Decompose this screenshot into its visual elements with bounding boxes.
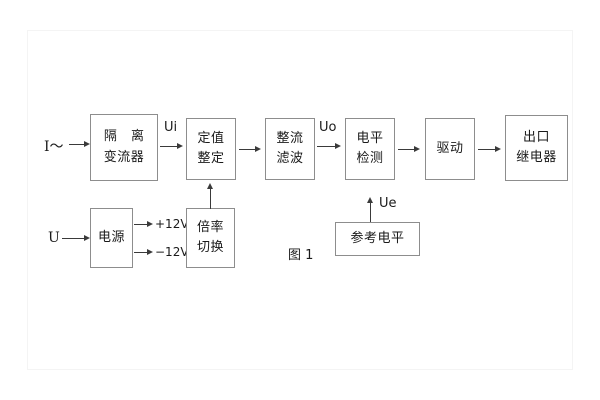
arrowhead-voltage-to-power (84, 234, 90, 241)
block-reference-level: 参考电平 (335, 222, 420, 256)
block-power-supply-line1: 电源 (97, 229, 125, 245)
block-drive-line1: 驱动 (436, 140, 464, 156)
block-output-relay-line2: 继电器 (516, 150, 557, 165)
arrowhead-reference-to-level (366, 197, 373, 203)
label-uo: Uo (319, 120, 337, 135)
connector-multiplier-to-setting (210, 189, 211, 209)
block-reference-level-line1: 参考电平 (350, 230, 405, 246)
block-power-supply: 电源 (90, 208, 133, 268)
arrowhead-setting-to-rectify (255, 145, 261, 152)
block-setting-line2: 整定 (197, 151, 225, 166)
block-rectify-filter-line1: 整流 (276, 130, 304, 146)
connector-drive-to-output-relay (478, 149, 495, 150)
block-output-relay-line1: 出口 (522, 129, 550, 145)
arrowhead-current-to-isolation (84, 140, 90, 147)
label-rail-positive: +12V (155, 217, 189, 231)
block-rectify-filter-line2: 滤波 (276, 151, 304, 166)
arrowhead-drive-to-output-relay (495, 145, 501, 152)
block-level-detect-line1: 电平 (356, 130, 384, 146)
label-rail-negative: −12V (155, 245, 189, 259)
block-level-detect: 电平 检测 (345, 118, 395, 180)
label-current-input: I～ (44, 139, 64, 155)
block-isolation-ct-line1: 隔 离 (103, 129, 150, 145)
connector-current-to-isolation (69, 144, 84, 145)
connector-rectify-to-level (317, 146, 335, 147)
connector-level-to-drive (398, 149, 414, 150)
label-ue: Ue (379, 196, 397, 211)
arrowhead-rail-negative (147, 248, 153, 255)
block-multiplier-switch-line1: 倍率 (196, 219, 224, 235)
figure-caption: 图 1 (288, 248, 314, 263)
label-ui: Ui (164, 120, 178, 135)
label-voltage-input: U (48, 230, 60, 246)
content-frame (27, 30, 573, 370)
block-isolation-ct: 隔 离 变流器 (90, 114, 158, 181)
block-multiplier-switch-line2: 切换 (196, 240, 224, 255)
connector-isolation-to-setting (160, 146, 177, 147)
block-setting: 定值 整定 (186, 118, 236, 180)
arrowhead-multiplier-to-setting (206, 183, 213, 189)
block-isolation-ct-line2: 变流器 (103, 149, 145, 165)
arrowhead-level-to-drive (414, 145, 420, 152)
arrowhead-isolation-to-setting (177, 142, 183, 149)
block-level-detect-line2: 检测 (356, 151, 384, 166)
block-drive: 驱动 (425, 118, 475, 180)
connector-setting-to-rectify (239, 149, 255, 150)
connector-voltage-to-power (62, 238, 84, 239)
block-rectify-filter: 整流 滤波 (265, 118, 315, 180)
arrowhead-rectify-to-level (335, 142, 341, 149)
block-output-relay: 出口 继电器 (505, 115, 568, 181)
block-multiplier-switch: 倍率 切换 (186, 208, 235, 268)
connector-rail-negative (134, 252, 149, 253)
block-setting-line1: 定值 (197, 130, 225, 146)
connector-rail-positive (134, 224, 149, 225)
arrowhead-rail-positive (147, 220, 153, 227)
connector-reference-to-level (370, 203, 371, 222)
